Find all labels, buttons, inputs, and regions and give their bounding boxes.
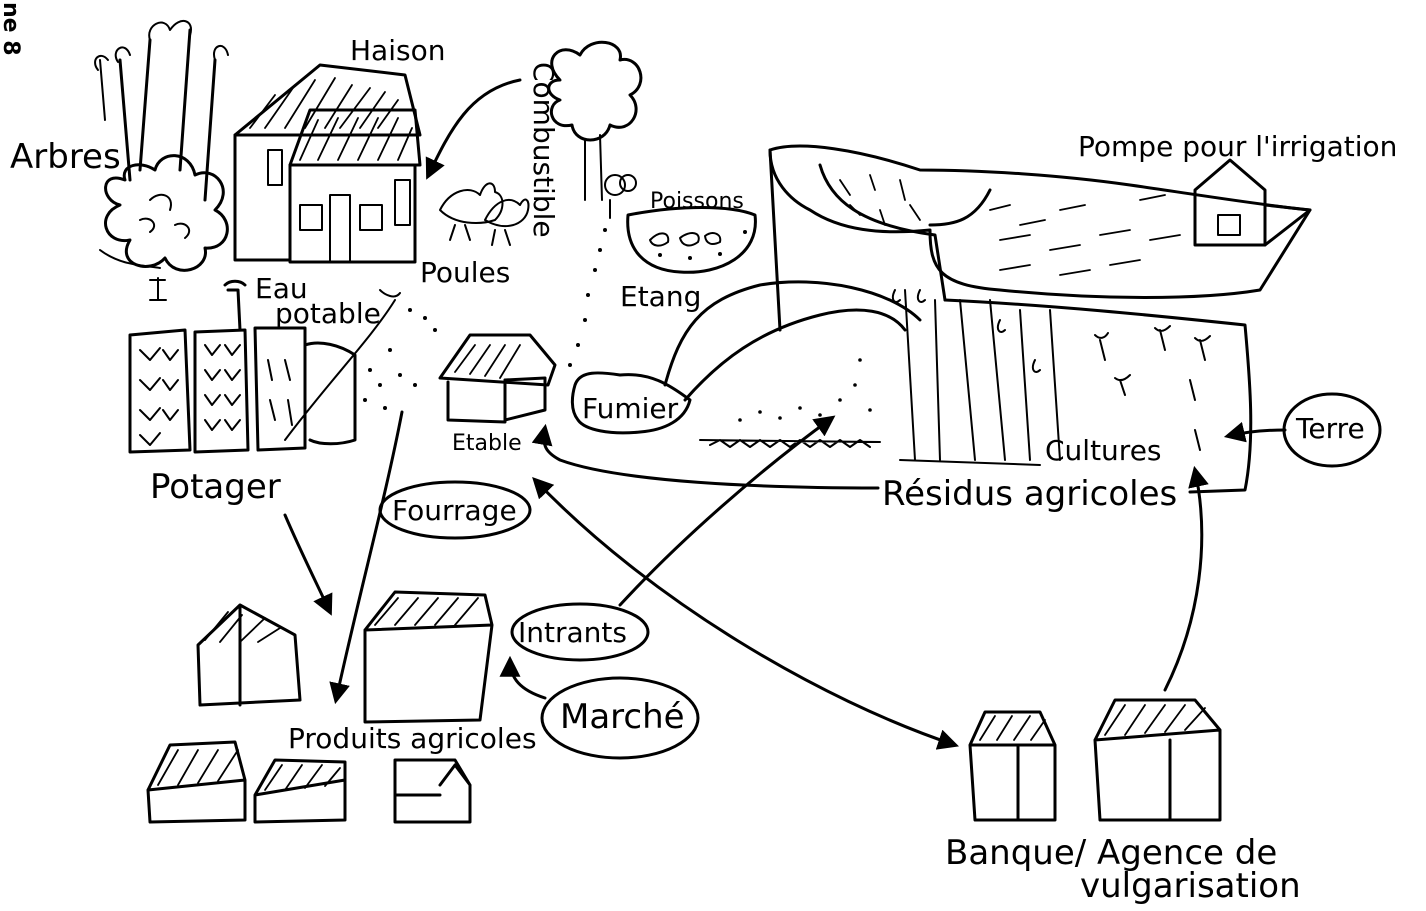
bubble-fumier	[570, 371, 692, 435]
trees-drawing	[94, 20, 229, 301]
page-tag: ne 8	[0, 2, 23, 56]
arrow-fumier-to-pond	[683, 308, 907, 402]
label-poules: Poules	[420, 256, 510, 289]
stable-drawing	[438, 333, 557, 424]
label-etang: Etang	[620, 280, 701, 313]
label-intrants: Intrants	[518, 616, 627, 649]
arrow-terre-to-cultures	[1223, 421, 1287, 443]
arrow-combustible-to-house	[425, 78, 522, 180]
pond-drawing	[626, 206, 757, 274]
label-poissons: Poissons	[650, 189, 744, 214]
label-fumier: Fumier	[582, 392, 679, 425]
vegetable-garden-drawing	[128, 279, 357, 454]
fuel-tree-drawing	[547, 40, 643, 219]
arrow-banque-to-etable	[532, 476, 959, 750]
label-arbres: Arbres	[10, 137, 121, 177]
arrow-potager-to-produits	[283, 513, 333, 616]
irrigated-fields-drawing	[768, 144, 1312, 332]
chickens-drawing	[439, 182, 530, 246]
label-pompe: Pompe pour l'irrigation	[1078, 130, 1397, 163]
label-marche: Marché	[560, 697, 685, 737]
dotted-paths	[363, 228, 607, 410]
arrow-residus-to-etable	[531, 423, 880, 490]
arrow-banque-to-cultures	[1163, 465, 1209, 692]
water-line	[284, 289, 401, 441]
label-produits: Produits agricoles	[288, 722, 537, 755]
market-buildings-drawing	[146, 590, 494, 824]
label-cultures: Cultures	[1045, 434, 1162, 467]
ground-line	[699, 439, 1041, 466]
label-eau-2: potable	[275, 297, 381, 330]
arrow-marche-to-produits	[499, 655, 547, 700]
label-maison: Haison	[350, 34, 445, 67]
arrow-fourrage-to-produits	[329, 410, 404, 705]
arrow-fumier-to-fields	[663, 280, 922, 387]
fertilizer-dots	[738, 358, 872, 422]
label-fourrage: Fourrage	[392, 494, 517, 527]
label-combustible: Combustible	[527, 62, 560, 238]
label-residus: Résidus agricoles	[882, 474, 1177, 514]
bank-agency-drawing	[968, 698, 1222, 822]
house-drawing	[233, 63, 422, 264]
label-eau-1: Eau	[255, 272, 308, 305]
label-etable: Etable	[452, 431, 522, 456]
label-banque-1: Banque/ Agence de	[945, 833, 1277, 873]
label-potager: Potager	[150, 467, 281, 507]
label-terre: Terre	[1295, 412, 1365, 445]
arrow-intrants-to-fields	[618, 415, 836, 607]
label-banque-2: vulgarisation	[1080, 866, 1301, 906]
